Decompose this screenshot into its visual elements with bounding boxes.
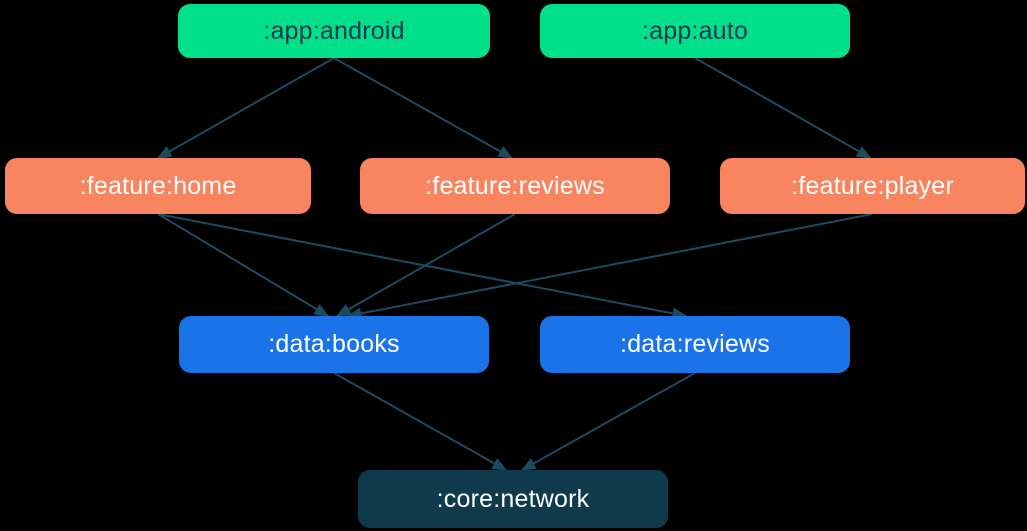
node-core-network: :core:network [358,470,668,528]
node-label: :app:android [263,16,405,45]
node-feature-reviews: :feature:reviews [360,158,670,214]
node-feature-home: :feature:home [5,158,311,214]
node-data-reviews: :data:reviews [540,316,850,373]
edge-feature-player-to-data-books [346,213,873,320]
node-label: :feature:player [791,171,954,200]
edge-group [156,57,873,471]
node-label: :feature:home [79,171,237,200]
node-label: :core:network [436,484,590,513]
edge-app-auto-to-feature-player [694,57,872,159]
edge-feature-home-to-data-reviews [157,213,688,320]
node-label: :app:auto [641,16,749,45]
node-app-auto: :app:auto [540,4,850,58]
edge-data-books-to-core-network [333,372,508,471]
edge-app-android-to-feature-home [156,57,335,159]
node-app-android: :app:android [178,4,490,58]
edge-feature-home-to-data-books [157,213,330,317]
edge-feature-reviews-to-data-books [335,213,516,317]
node-label: :data:books [268,330,400,358]
node-label: :feature:reviews [425,171,605,200]
node-data-books: :data:books [179,316,489,373]
edge-data-reviews-to-core-network [520,372,696,471]
node-label: :data:reviews [620,330,770,358]
edge-app-android-to-feature-reviews [333,57,514,159]
node-feature-player: :feature:player [720,158,1025,214]
